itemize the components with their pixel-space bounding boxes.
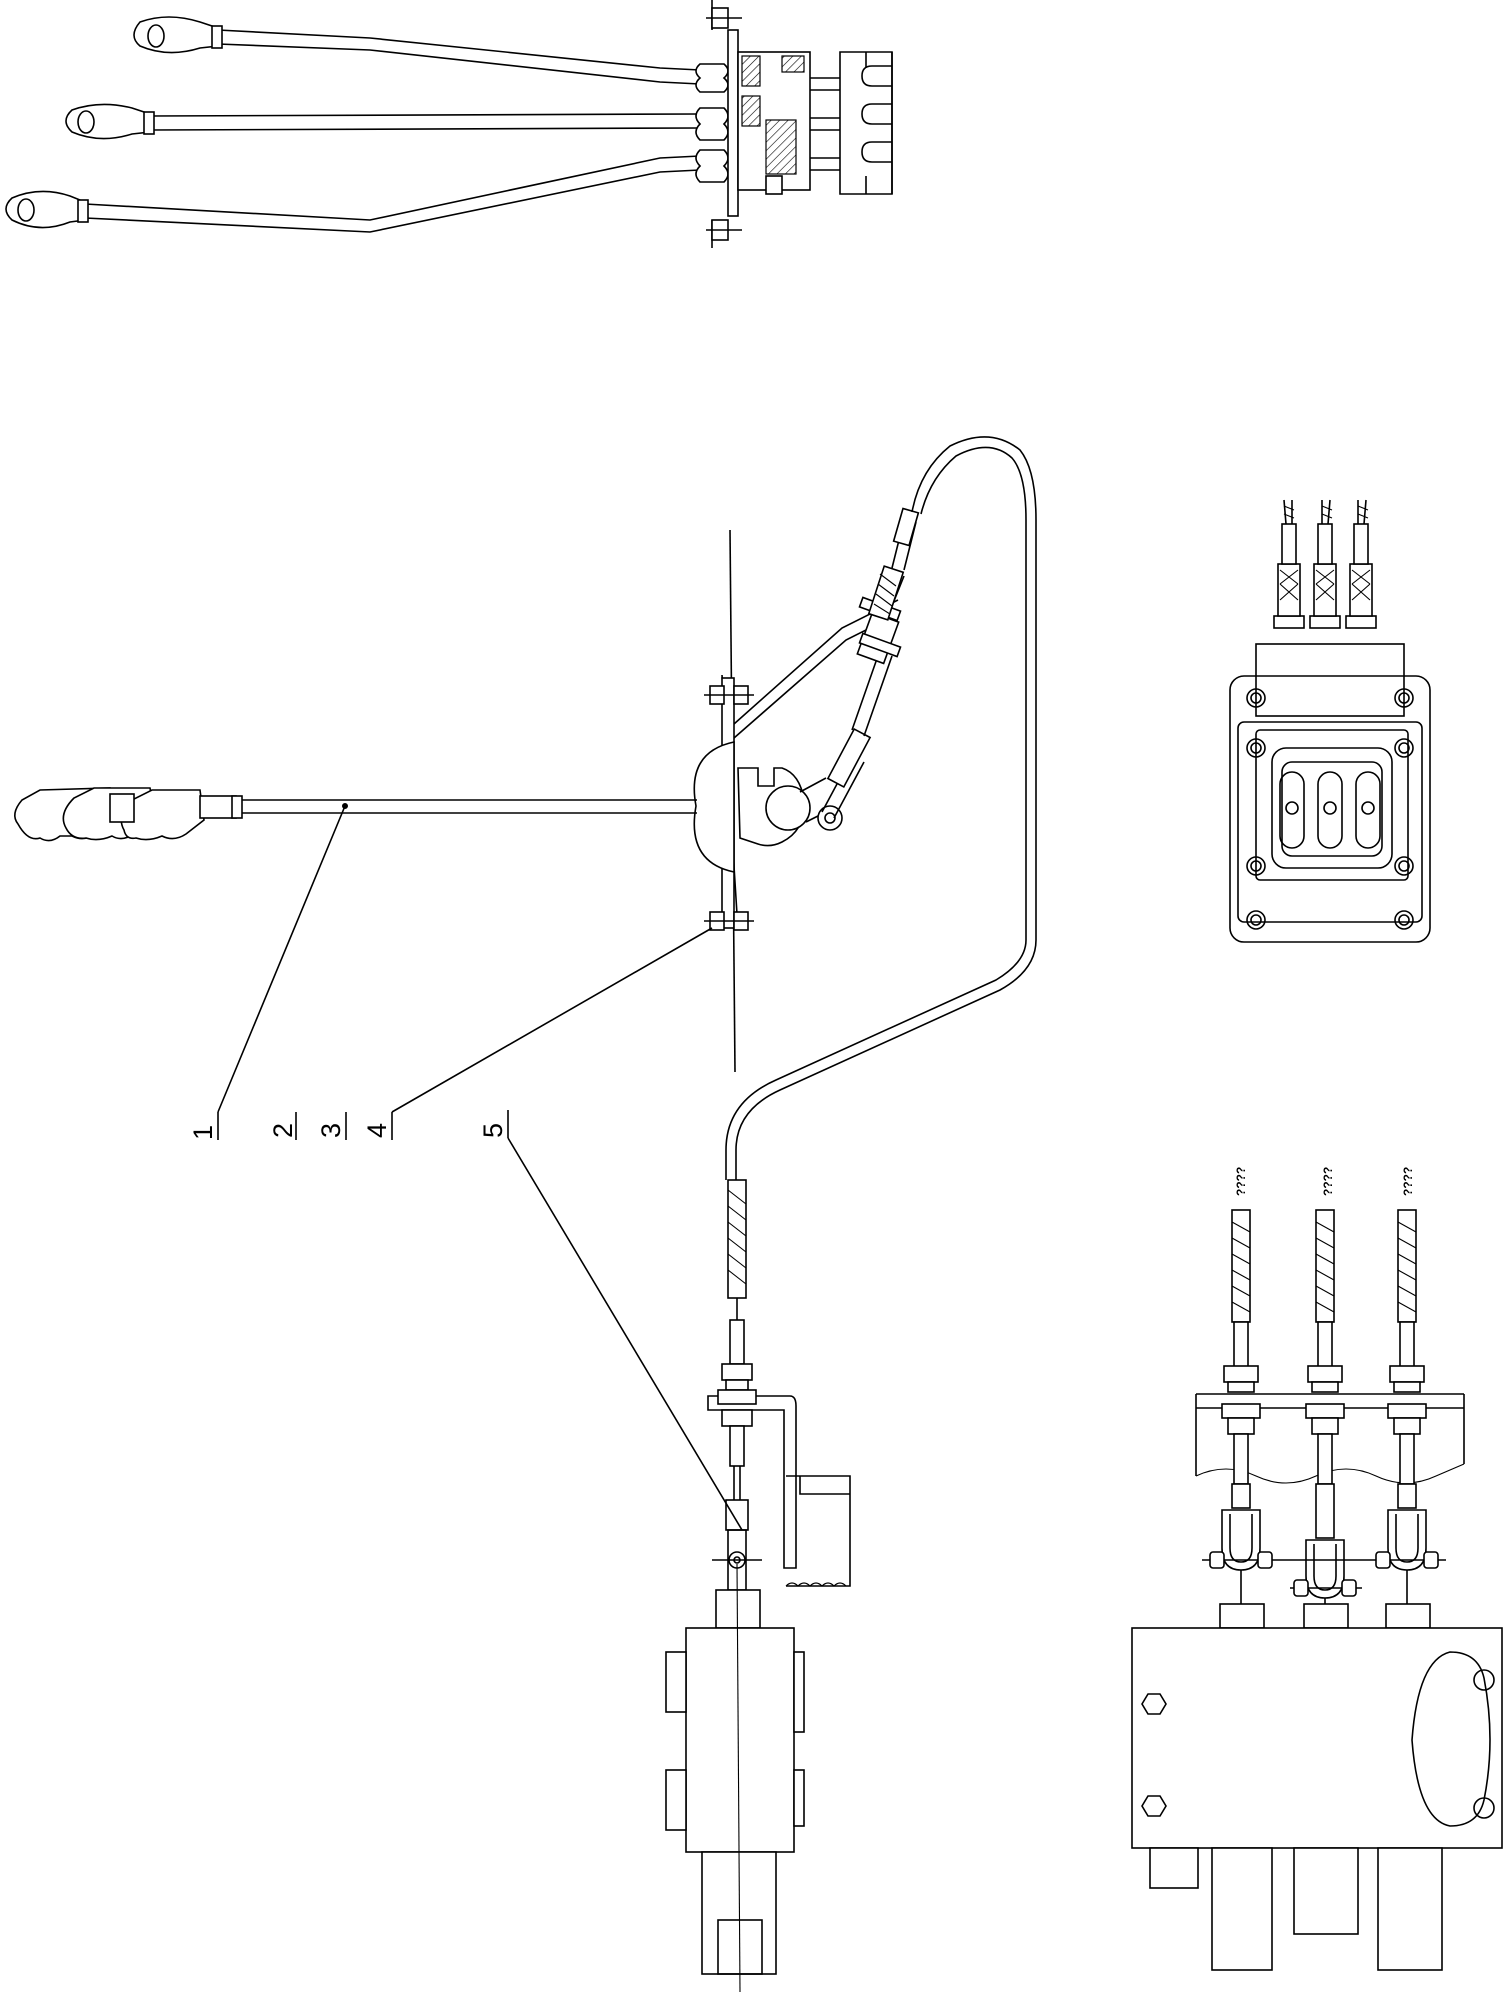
- cable-mark-1: ????: [1234, 1167, 1248, 1196]
- front-mounting-plate: [1195, 1393, 1465, 1485]
- callout-3: 3: [316, 1123, 346, 1138]
- pivot-housing-top: [737, 51, 840, 195]
- slotted-guides: [1279, 771, 1381, 849]
- slotted-bracket-top: [839, 51, 893, 195]
- cables-front: [1223, 1209, 1425, 1393]
- cable-upper-fitting: [821, 507, 920, 819]
- cable-end-fittings: [1273, 499, 1377, 629]
- top-lever-plan-view: [5, 0, 893, 248]
- lower-valve-side-view: [665, 1179, 851, 1992]
- side-elevation-view: [14, 436, 1037, 1180]
- clevis-links: [1202, 1483, 1446, 1599]
- lever-rod-3: [5, 155, 701, 233]
- cable-mark-3: ????: [1401, 1167, 1415, 1196]
- callout-2: 2: [268, 1123, 298, 1138]
- callout-1: 1: [188, 1125, 218, 1140]
- mount-bolts: [704, 685, 754, 931]
- callout-5: 5: [478, 1123, 508, 1138]
- valve-block-front: [1131, 1627, 1503, 1971]
- pivot-clevis: [737, 767, 843, 847]
- lever-rod-2: [65, 103, 701, 140]
- cable-mark-2: ????: [1321, 1167, 1335, 1196]
- callout-labels: 1 2 3 4 5: [188, 1123, 508, 1140]
- callout-4: 4: [362, 1123, 392, 1138]
- control-cable-loop: [735, 436, 1037, 1180]
- mounting-plate-top: [706, 0, 742, 248]
- right-plan-view: [1229, 499, 1431, 943]
- lever-rod-1: [133, 16, 701, 85]
- rubber-boots: [695, 63, 729, 183]
- valve-body-side: [665, 1589, 805, 1975]
- hand-lever: [14, 787, 697, 842]
- lower-valve-front-view: ???? ???? ????: [1131, 1167, 1503, 1971]
- mounting-holes: [1246, 688, 1414, 930]
- callout-leaders: [217, 805, 743, 1531]
